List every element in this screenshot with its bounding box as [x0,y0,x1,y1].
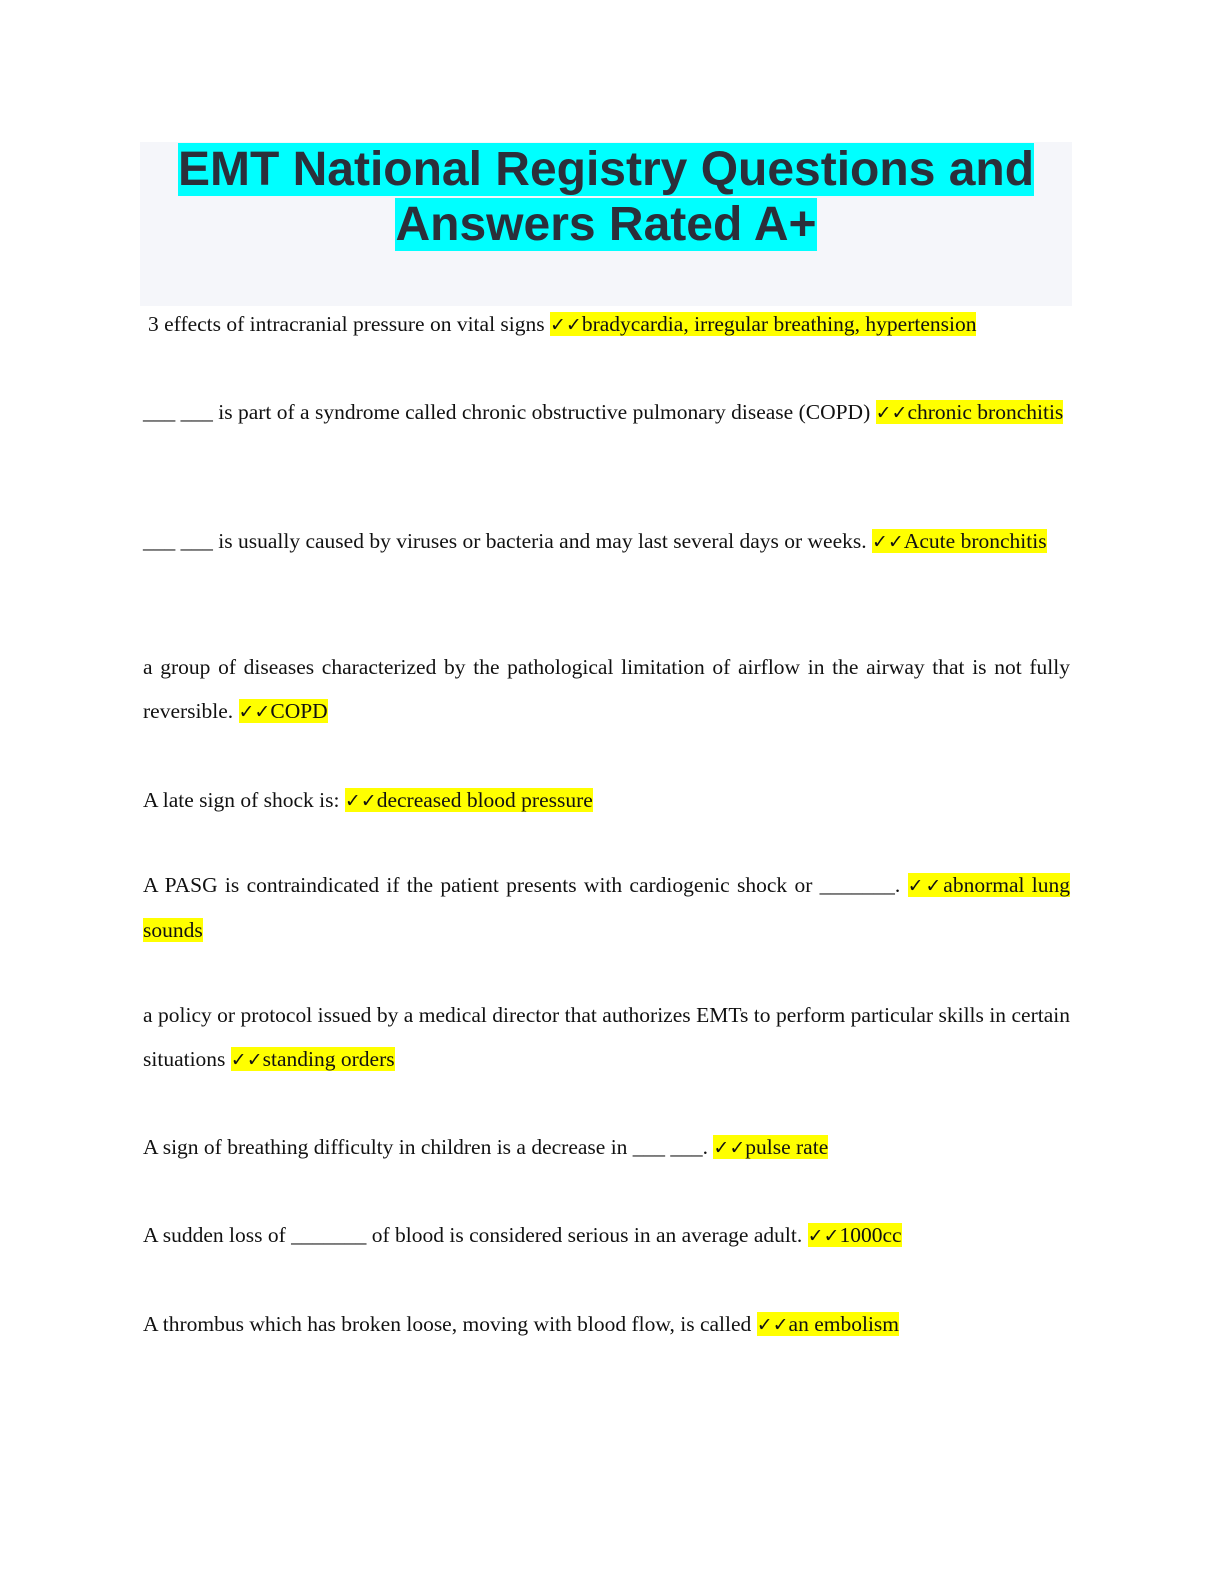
answer-highlight: ✓✓1000cc [807,1223,902,1247]
question-text: A PASG is contraindicated if the patient… [143,873,908,897]
check-mark-icon: ✓✓ [238,701,271,723]
check-mark-icon: ✓✓ [907,875,944,897]
check-mark-icon: ✓✓ [344,790,377,812]
question-text: a policy or protocol issued by a medical… [143,1003,1070,1071]
answer-highlight: ✓✓bradycardia, irregular breathing, hype… [550,312,977,336]
answer-highlight: ✓✓pulse rate [713,1135,829,1159]
question-text: 3 effects of intracranial pressure on vi… [148,312,551,336]
qa-item: ___ ___ is part of a syndrome called chr… [143,390,1070,435]
answer-text: chronic bronchitis [907,400,1064,424]
qa-item: ___ ___ is usually caused by viruses or … [143,519,1070,564]
answer-text: standing orders [262,1047,395,1071]
answer-highlight: ✓✓standing orders [230,1047,395,1071]
qa-item: A thrombus which has broken loose, movin… [143,1302,1070,1347]
question-text: ___ ___ is part of a syndrome called chr… [143,400,876,424]
qa-item: 3 effects of intracranial pressure on vi… [148,302,1070,347]
question-text: A sign of breathing difficulty in childr… [143,1135,714,1159]
answer-text: abnormal lung sounds [143,873,1070,942]
answer-text: decreased blood pressure [376,788,593,812]
answer-highlight: ✓✓an embolism [756,1312,900,1336]
question-text: A thrombus which has broken loose, movin… [143,1312,757,1336]
check-mark-icon: ✓✓ [756,1314,789,1336]
check-mark-icon: ✓✓ [872,531,904,553]
question-text: ___ ___ is usually caused by viruses or … [143,529,873,553]
question-text: a group of diseases characterized by the… [143,655,1070,723]
answer-text: an embolism [788,1312,900,1336]
qa-item: A PASG is contraindicated if the patient… [143,863,1070,952]
answer-text: 1000cc [839,1223,902,1247]
answer-highlight: ✓✓COPD [238,699,328,723]
check-mark-icon: ✓✓ [550,314,582,336]
answer-highlight: ✓✓chronic bronchitis [875,400,1064,424]
answer-text: Acute bronchitis [903,529,1047,553]
document-title: EMT National Registry Questions and Answ… [140,142,1072,252]
answer-text: bradycardia, irregular breathing, hypert… [581,312,977,336]
question-text: A sudden loss of _______ of blood is con… [143,1223,808,1247]
check-mark-icon: ✓✓ [807,1225,840,1247]
check-mark-icon: ✓✓ [875,402,908,424]
qa-item: a group of diseases characterized by the… [143,645,1070,734]
answer-text: COPD [270,699,328,723]
qa-item: A sudden loss of _______ of blood is con… [143,1213,1070,1258]
qa-item: A sign of breathing difficulty in childr… [143,1125,1070,1170]
answer-highlight: ✓✓decreased blood pressure [344,788,593,812]
question-text: A late sign of shock is: [143,788,345,812]
answer-text: pulse rate [745,1135,829,1159]
qa-item: A late sign of shock is: ✓✓decreased blo… [143,778,1070,823]
qa-item: a policy or protocol issued by a medical… [143,993,1070,1082]
check-mark-icon: ✓✓ [230,1049,263,1071]
answer-highlight: ✓✓Acute bronchitis [872,529,1047,553]
title-text: EMT National Registry Questions and Answ… [177,143,1035,251]
check-mark-icon: ✓✓ [713,1137,746,1159]
